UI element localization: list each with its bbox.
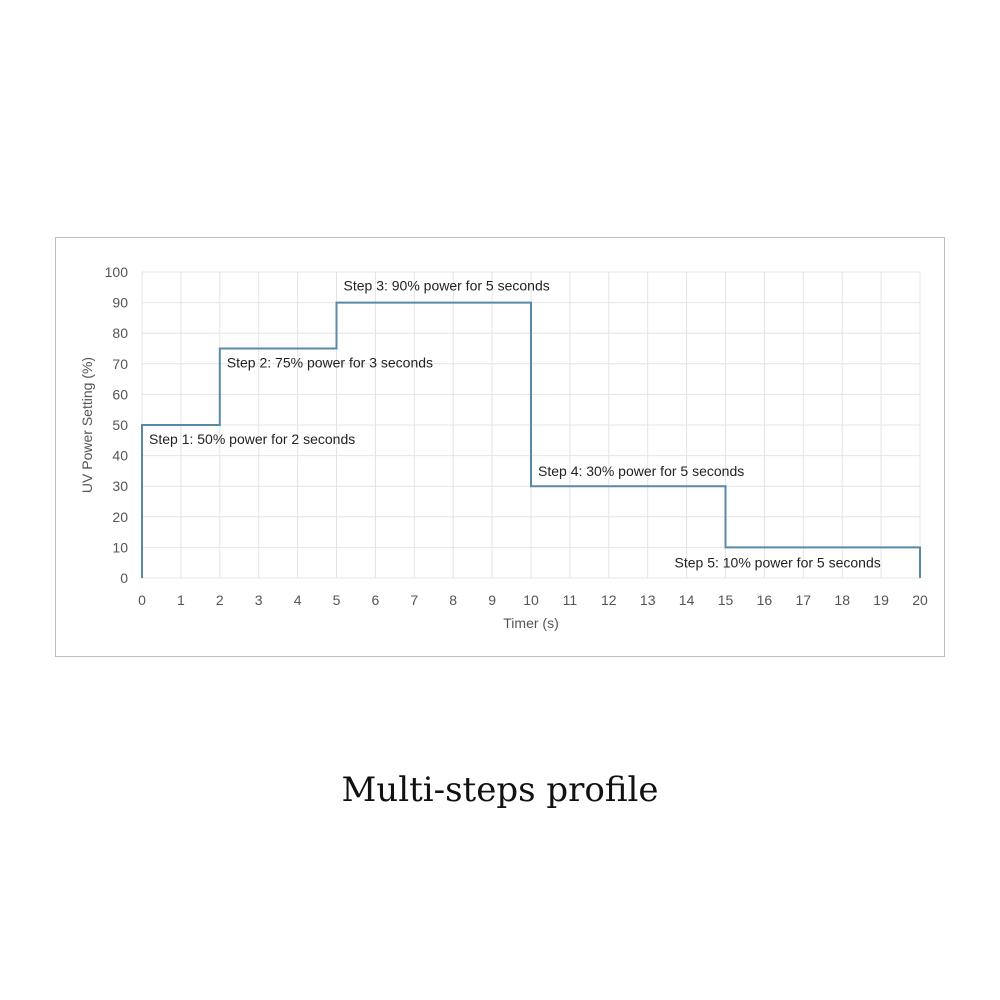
y-tick-label: 70 xyxy=(112,356,128,372)
x-tick-label: 0 xyxy=(138,592,146,608)
x-axis-label: Timer (s) xyxy=(503,615,558,631)
x-tick-label: 9 xyxy=(488,592,496,608)
x-tick-label: 18 xyxy=(834,592,850,608)
x-tick-label: 1 xyxy=(177,592,185,608)
x-tick-label: 16 xyxy=(757,592,773,608)
x-tick-label: 2 xyxy=(216,592,224,608)
y-axis-label: UV Power Setting (%) xyxy=(79,357,95,493)
x-tick-label: 14 xyxy=(679,592,695,608)
x-tick-label: 6 xyxy=(372,592,380,608)
y-tick-label: 80 xyxy=(112,325,128,341)
x-tick-label: 8 xyxy=(449,592,457,608)
y-tick-label: 50 xyxy=(112,417,128,433)
y-tick-label: 20 xyxy=(112,509,128,525)
step-annotation: Step 5: 10% power for 5 seconds xyxy=(675,554,881,570)
x-tick-label: 12 xyxy=(601,592,617,608)
y-tick-label: 0 xyxy=(120,570,128,586)
series-line xyxy=(141,301,921,578)
y-tick-label: 90 xyxy=(112,295,128,311)
figure-caption: Multi-steps profile xyxy=(341,770,659,810)
x-tick-label: 13 xyxy=(640,592,656,608)
y-tick-label: 40 xyxy=(112,448,128,464)
x-tick-label: 7 xyxy=(410,592,418,608)
x-tick-label: 19 xyxy=(873,592,889,608)
step-annotation: Step 2: 75% power for 3 seconds xyxy=(227,355,433,371)
chart-frame xyxy=(55,237,945,657)
x-tick-label: 10 xyxy=(523,592,539,608)
x-tick-label: 20 xyxy=(912,592,928,608)
x-tick-label: 4 xyxy=(294,592,302,608)
y-tick-label: 30 xyxy=(112,478,128,494)
x-tick-label: 17 xyxy=(796,592,812,608)
x-tick-label: 3 xyxy=(255,592,263,608)
x-tick-label: 11 xyxy=(563,592,578,608)
y-tick-label: 60 xyxy=(112,386,128,402)
y-tick-label: 10 xyxy=(112,539,128,555)
step-annotation: Step 1: 50% power for 2 seconds xyxy=(149,431,355,447)
step-annotation: Step 3: 90% power for 5 seconds xyxy=(344,278,550,294)
step-annotation: Step 4: 30% power for 5 seconds xyxy=(538,463,744,479)
x-tick-label: 5 xyxy=(333,592,341,608)
y-tick-label: 100 xyxy=(105,264,129,280)
x-tick-label: 15 xyxy=(718,592,734,608)
